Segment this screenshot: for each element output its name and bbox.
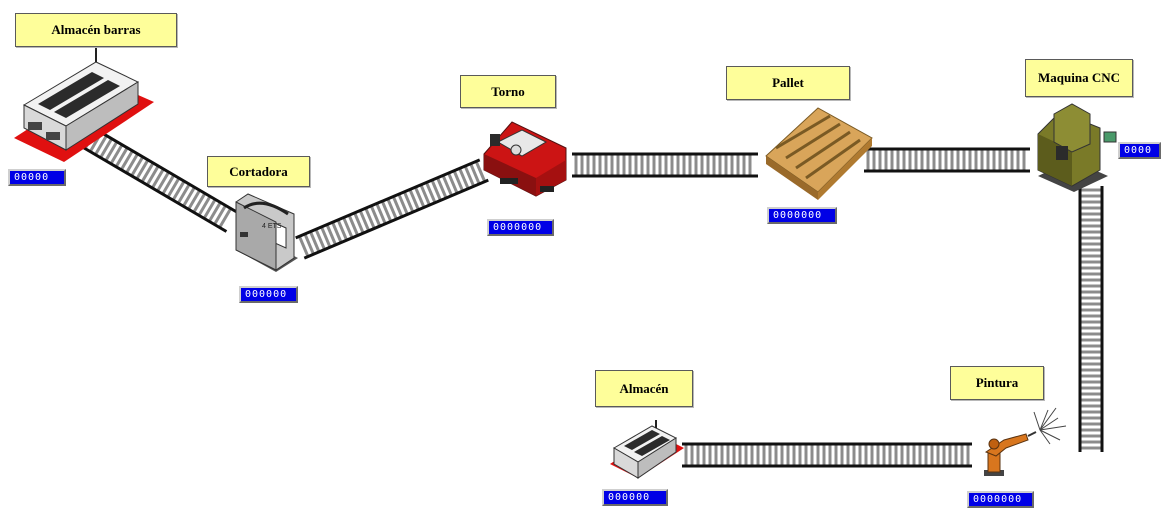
counter-maquina-cnc: 0000 [1118, 142, 1161, 159]
conveyor-pallet-cnc [864, 147, 1030, 173]
conveyor-torno-pallet [572, 152, 758, 178]
cutter-icon: 4 ETS [235, 193, 298, 272]
svg-text:4 ETS: 4 ETS [262, 223, 282, 230]
label-torno: Torno [460, 75, 556, 108]
cnc-machine-icon [1037, 103, 1117, 192]
label-cortadora: Cortadora [207, 156, 310, 187]
label-pintura: Pintura [950, 366, 1044, 400]
label-almacen-barras: Almacén barras [15, 13, 177, 47]
counter-pintura: 0000000 [967, 491, 1034, 508]
warehouse-icon [14, 48, 154, 162]
counter-almacen: 000000 [602, 489, 668, 506]
counter-pallet: 0000000 [767, 207, 837, 224]
pallet-icon [765, 107, 873, 200]
conveyor-pintura-almacen [682, 442, 972, 468]
robot-icon [984, 407, 1067, 476]
counter-almacen-barras: 00000 [8, 169, 66, 186]
lathe-icon [483, 121, 567, 197]
conveyor-cortadora-torno [295, 158, 489, 260]
conveyor-almacen-cortadora [75, 123, 239, 233]
label-pallet: Pallet [726, 66, 850, 100]
label-almacen: Almacén [595, 370, 693, 407]
counter-cortadora: 000000 [239, 286, 298, 303]
label-maquina-cnc: Maquina CNC [1025, 59, 1133, 97]
warehouse-icon [610, 420, 684, 479]
conveyor-cnc-pintura [1078, 186, 1104, 452]
conveyors [75, 123, 1104, 468]
counter-torno: 0000000 [487, 219, 554, 236]
